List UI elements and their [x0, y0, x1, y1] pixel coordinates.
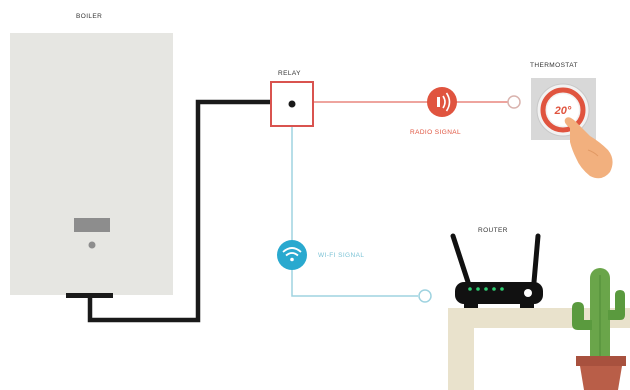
- wifi-icon: [277, 240, 307, 270]
- cactus-plant: [572, 268, 626, 390]
- router-led: [468, 287, 472, 291]
- router-foot: [464, 304, 478, 308]
- router-label: ROUTER: [478, 227, 508, 234]
- cactus-arm-right: [608, 290, 625, 320]
- boiler-body: [10, 33, 173, 295]
- relay-label: RELAY: [278, 70, 301, 77]
- thermostat-receiver-node: [508, 96, 520, 108]
- router-foot: [520, 304, 534, 308]
- router: [453, 236, 543, 308]
- router-led: [492, 287, 496, 291]
- radio-wave-icon: [427, 87, 457, 117]
- thermostat-label: THERMOSTAT: [530, 62, 578, 69]
- boiler: [10, 33, 173, 298]
- wifi-signal-line: [292, 126, 418, 296]
- router-led: [476, 287, 480, 291]
- relay-contact: [289, 101, 296, 108]
- wifi-signal-label: WI-FI SIGNAL: [318, 252, 364, 259]
- boiler-label: BOILER: [76, 13, 102, 20]
- boiler-display: [74, 218, 110, 232]
- router-antenna-right: [534, 236, 538, 282]
- router-button: [524, 289, 532, 297]
- thermostat: 20°: [531, 78, 596, 140]
- cactus-pot-rim: [576, 356, 626, 366]
- thermostat-display: 20°: [554, 105, 572, 117]
- cactus-pot: [580, 366, 622, 390]
- boiler-outlet: [66, 293, 113, 298]
- shelf-leg: [448, 326, 474, 390]
- router-antenna-left: [453, 236, 468, 282]
- router-led: [500, 287, 504, 291]
- router-led: [484, 287, 488, 291]
- boiler-knob: [89, 242, 96, 249]
- relay: [271, 82, 313, 126]
- radio-signal-label: RADIO SIGNAL: [410, 129, 461, 136]
- router-receiver-node: [419, 290, 431, 302]
